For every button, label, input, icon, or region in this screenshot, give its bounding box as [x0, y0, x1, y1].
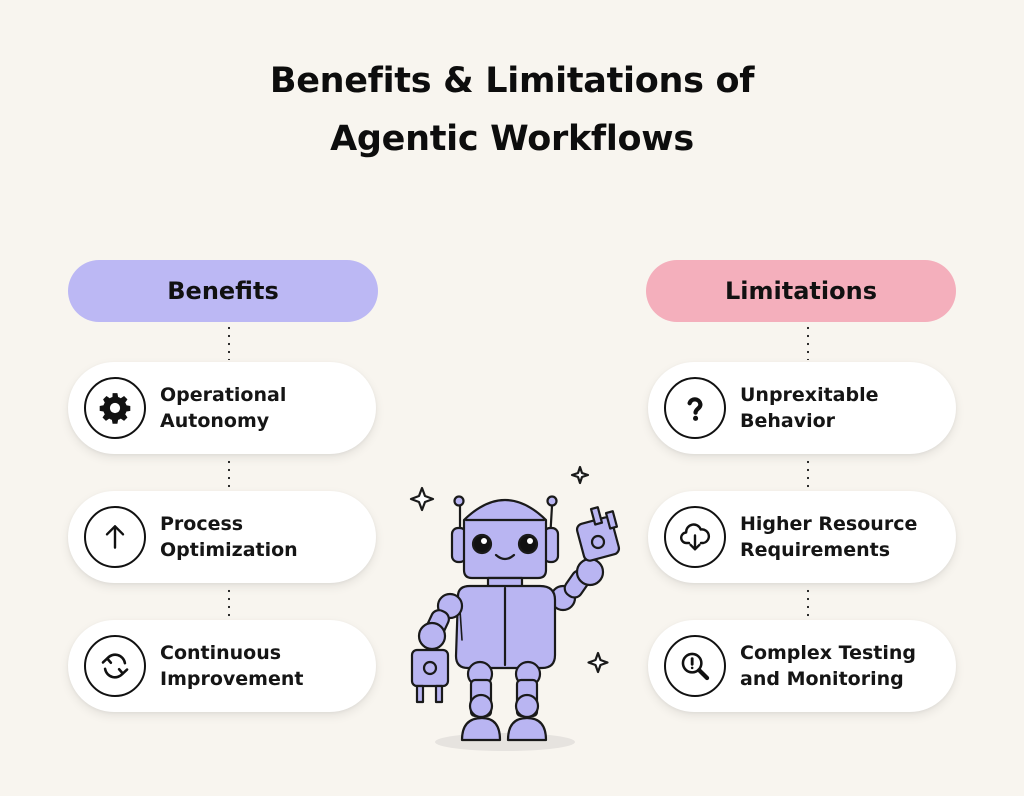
label-line-2: Optimization: [160, 539, 298, 561]
label-line-1: Complex Testing: [740, 642, 917, 664]
benefit-card-process-optimization: Process Optimization: [68, 491, 376, 583]
title-line-2: Agentic Workflows: [330, 119, 694, 159]
question-mark-icon: [664, 377, 726, 439]
label-line-2: Requirements: [740, 539, 891, 561]
connector-dots: [807, 324, 809, 360]
label-line-2: Autonomy: [160, 410, 270, 432]
label-line-2: Improvement: [160, 668, 304, 690]
limitation-label: Higher Resource Requirements: [740, 511, 917, 563]
connector-dots: [228, 458, 230, 490]
limitation-card-complex-testing: Complex Testing and Monitoring: [648, 620, 956, 712]
limitation-card-unpredictable-behavior: Unprexitable Behavior: [648, 362, 956, 454]
benefit-card-continuous-improvement: Continuous Improvement: [68, 620, 376, 712]
refresh-cycle-icon: [84, 635, 146, 697]
gear-icon: [84, 377, 146, 439]
connector-dots: [228, 324, 230, 360]
limitation-card-higher-resource-requirements: Higher Resource Requirements: [648, 491, 956, 583]
label-line-1: Process: [160, 513, 244, 535]
benefit-card-operational-autonomy: Operational Autonomy: [68, 362, 376, 454]
label-line-2: and Monitoring: [740, 668, 904, 690]
connector-dots: [807, 458, 809, 490]
benefit-label: Continuous Improvement: [160, 640, 303, 692]
label-line-1: Unprexitable: [740, 384, 879, 406]
shadow: [435, 733, 575, 751]
benefit-label: Operational Autonomy: [160, 382, 286, 434]
title-line-1: Benefits & Limitations of: [269, 61, 755, 101]
robot-illustration: [409, 465, 621, 751]
limitation-label: Complex Testing and Monitoring: [740, 640, 916, 692]
benefits-header: Benefits: [68, 260, 378, 322]
connector-dots: [807, 587, 809, 619]
label-line-1: Higher Resource: [740, 513, 918, 535]
label-line-1: Continuous: [160, 642, 282, 664]
sparkle-icon: [570, 465, 590, 485]
cloud-download-icon: [664, 506, 726, 568]
sparkle-icon: [409, 486, 435, 512]
page-title: Benefits & Limitations of Agentic Workfl…: [0, 52, 1024, 168]
magnifier-alert-icon: [664, 635, 726, 697]
label-line-2: Behavior: [740, 410, 836, 432]
connector-dots: [228, 587, 230, 619]
limitations-header: Limitations: [646, 260, 956, 322]
sparkle-icon: [587, 651, 609, 674]
arrow-up-icon: [84, 506, 146, 568]
limitation-label: Unprexitable Behavior: [740, 382, 878, 434]
benefit-label: Process Optimization: [160, 511, 298, 563]
label-line-1: Operational: [160, 384, 287, 406]
